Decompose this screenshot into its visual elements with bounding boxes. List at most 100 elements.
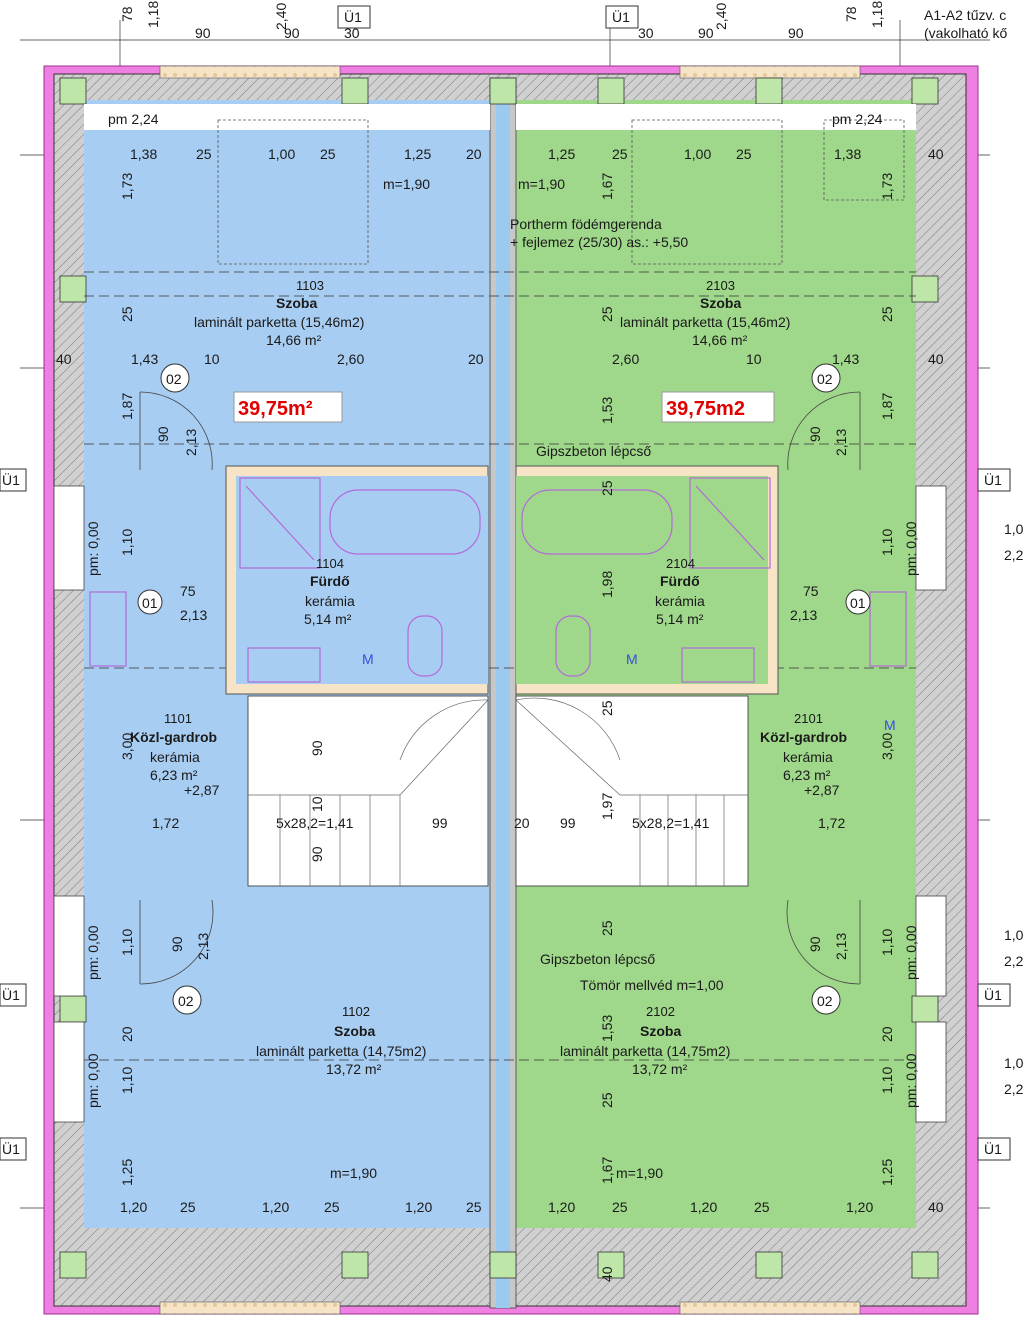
dim-r1-r6: 40 bbox=[928, 146, 944, 162]
room-1102-floor: laminált parketta (14,75m2) bbox=[256, 1043, 426, 1059]
room-2104-floor: kerámia bbox=[655, 593, 705, 609]
dim-top-right-3: 90 bbox=[788, 25, 804, 41]
room-2103-number: 2103 bbox=[706, 278, 735, 293]
dim-r1-r1: 1,25 bbox=[548, 146, 575, 162]
tag-u1-left-2: Ü1 bbox=[2, 986, 20, 1003]
dim-r2-r2: 10 bbox=[746, 351, 762, 367]
mark-m-left: M bbox=[362, 651, 374, 667]
room-1103-name: Szoba bbox=[276, 295, 317, 311]
v-right-4: 1,10 bbox=[879, 529, 895, 556]
door-tag-02-b: 02 bbox=[817, 371, 833, 387]
side-windows bbox=[53, 485, 947, 1123]
edge-1-b: 2,2 bbox=[1004, 547, 1024, 563]
door-dim-tr-213: 2,13 bbox=[833, 429, 849, 456]
dim-r2-l5: 20 bbox=[468, 351, 484, 367]
v-c-4: 25 bbox=[599, 480, 615, 496]
v-right-6: 1,10 bbox=[879, 929, 895, 956]
door-dim-br-213: 2,13 bbox=[833, 933, 849, 960]
dim-r1-l4: 25 bbox=[320, 146, 336, 162]
dim-b-r6: 40 bbox=[928, 1199, 944, 1215]
dim-mid-l1: 75 bbox=[180, 583, 196, 599]
v-top-5: 1,18 bbox=[869, 1, 885, 28]
room-2103-floor: laminált parketta (15,46m2) bbox=[620, 314, 790, 330]
dim-r2-l2: 1,43 bbox=[131, 351, 158, 367]
v-right-9: 1,25 bbox=[879, 1159, 895, 1186]
v-left-10: 1,25 bbox=[119, 1159, 135, 1186]
room-1101-name: Közl-gardrob bbox=[130, 729, 217, 745]
edge-2-a: 1,0 bbox=[1004, 927, 1024, 943]
tag-u1-right-3: Ü1 bbox=[984, 1140, 1002, 1157]
room-2102-name: Szoba bbox=[640, 1023, 681, 1039]
area-badge-left-box bbox=[233, 391, 343, 423]
party-wall-core bbox=[496, 78, 510, 1308]
v-c-12: 25 bbox=[599, 1092, 615, 1108]
v-left-2: 25 bbox=[119, 306, 135, 322]
pm-strip-top-right bbox=[516, 104, 916, 130]
v-top-6: 78 bbox=[843, 6, 859, 22]
door-tag-circles bbox=[137, 363, 871, 1015]
dim-b-l3: 1,20 bbox=[262, 1199, 289, 1215]
tag-u1-left-3: Ü1 bbox=[2, 1140, 20, 1157]
room-2104-number: 2104 bbox=[666, 556, 695, 571]
dim-mid-r1: 75 bbox=[803, 583, 819, 599]
room-2104-area: 5,14 m² bbox=[656, 611, 704, 627]
v-c-6: 25 bbox=[599, 700, 615, 716]
pm-left-3: pm: 0,00 bbox=[85, 1053, 101, 1108]
dim-b-r1: 1,20 bbox=[548, 1199, 575, 1215]
dim-st-4: 20 bbox=[514, 815, 530, 831]
room-1102-area: 13,72 m² bbox=[326, 1061, 382, 1077]
room-2101-level: +2,87 bbox=[804, 782, 840, 798]
mark-m-right: M bbox=[626, 651, 638, 667]
v-right-3: 1,87 bbox=[879, 393, 895, 420]
dim-r2-l4: 2,60 bbox=[337, 351, 364, 367]
door-swings bbox=[139, 391, 861, 985]
dim-mid-r2: 2,13 bbox=[790, 607, 817, 623]
room-2102-floor: laminált parketta (14,75m2) bbox=[560, 1043, 730, 1059]
stair-right bbox=[515, 695, 749, 887]
dim-r1-r4: 25 bbox=[736, 146, 752, 162]
dim-r2-r3: 1,43 bbox=[832, 351, 859, 367]
v-left-7: 1,10 bbox=[119, 929, 135, 956]
room-2101-name: Közl-gardrob bbox=[760, 729, 847, 745]
room-1103-floor: laminált parketta (15,46m2) bbox=[194, 314, 364, 330]
door-dim-bl-90: 90 bbox=[169, 936, 185, 952]
room-2101-number: 2101 bbox=[794, 711, 823, 726]
edge-2-b: 2,2 bbox=[1004, 953, 1024, 969]
room-2101-area: 6,23 m² bbox=[783, 767, 831, 783]
door-tag-01-a: 01 bbox=[142, 595, 158, 611]
dim-st-2: 5x28,2=1,41 bbox=[276, 815, 354, 831]
pm-left-2: pm: 0,00 bbox=[85, 925, 101, 980]
window-tags bbox=[0, 5, 1011, 1161]
pm-right: pm 2,24 bbox=[832, 111, 883, 127]
tag-u1-right-2: Ü1 bbox=[984, 986, 1002, 1003]
room-2102-area: 13,72 m² bbox=[632, 1061, 688, 1077]
pm-left-1: pm: 0,00 bbox=[85, 521, 101, 576]
room-1104-area: 5,14 m² bbox=[304, 611, 352, 627]
stair-left bbox=[247, 695, 489, 887]
room-1104-floor: kerámia bbox=[305, 593, 355, 609]
bathroom-right bbox=[516, 476, 768, 684]
dim-st-3: 99 bbox=[432, 815, 448, 831]
stair-note-top: Gipszbeton lépcső bbox=[536, 443, 651, 459]
dim-m190-bottom-right: m=1,90 bbox=[616, 1165, 663, 1181]
dim-st-6: 5x28,2=1,41 bbox=[632, 815, 710, 831]
dim-b-r5: 1,20 bbox=[846, 1199, 873, 1215]
edge-1-a: 1,0 bbox=[1004, 521, 1024, 537]
pm-right-2: pm: 0,00 bbox=[903, 925, 919, 980]
dim-r1-r2: 25 bbox=[612, 146, 628, 162]
v-right-7: 20 bbox=[879, 1026, 895, 1042]
stair-note-bottom: Gipszbeton lépcső bbox=[540, 951, 655, 967]
dim-b-l2: 25 bbox=[180, 1199, 196, 1215]
room-1101-floor: kerámia bbox=[150, 749, 200, 765]
dim-r1-r5: 1,38 bbox=[834, 146, 861, 162]
room-1104-number: 1104 bbox=[316, 556, 344, 571]
dim-r2-l1: 40 bbox=[56, 351, 72, 367]
tag-u1-top-left: Ü1 bbox=[344, 8, 362, 25]
v-left-5: 3,00 bbox=[119, 733, 135, 760]
tag-u1-top-right: Ü1 bbox=[612, 8, 630, 25]
v-c-5: 1,98 bbox=[599, 571, 615, 598]
area-badge-right: 39,75m2 bbox=[666, 398, 745, 420]
dim-b-r2: 25 bbox=[612, 1199, 628, 1215]
room-1102-number: 1102 bbox=[342, 1004, 370, 1019]
pm-strip-top-left bbox=[84, 104, 490, 130]
